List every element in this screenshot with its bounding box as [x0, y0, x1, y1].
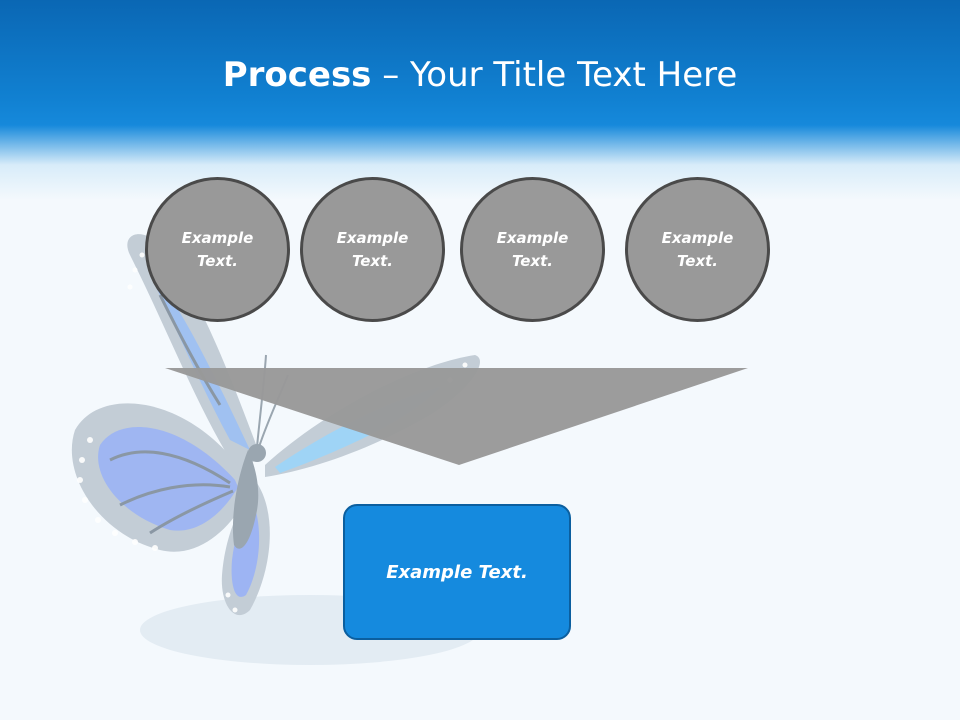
title-rest: – Your Title Text Here [371, 55, 738, 95]
result-box[interactable]: Example Text. [343, 504, 571, 640]
funnel-shape [165, 368, 748, 465]
step-4-line1: Example [661, 228, 734, 247]
slide-title: Process – Your Title Text Here [0, 50, 960, 100]
step-2-line2: Text. [351, 251, 393, 270]
step-3-line2: Text. [511, 251, 553, 270]
step-1-line1: Example [181, 228, 254, 247]
step-4-line2: Text. [676, 251, 718, 270]
result-text: Example Text. [386, 561, 528, 583]
step-2-line1: Example [336, 228, 409, 247]
step-3-line1: Example [496, 228, 569, 247]
step-1-line2: Text. [196, 251, 238, 270]
header-banner [0, 0, 960, 200]
title-bold: Process [222, 55, 372, 95]
